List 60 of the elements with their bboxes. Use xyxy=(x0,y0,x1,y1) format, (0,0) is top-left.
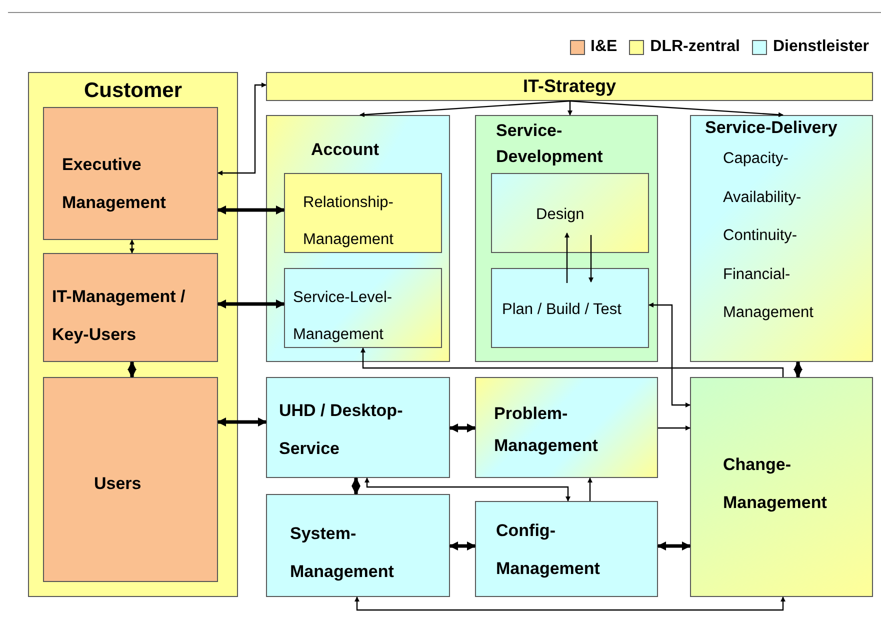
process-box xyxy=(284,268,442,348)
box-label: IT-Strategy xyxy=(522,76,618,97)
box-label: Plan / Build / Test xyxy=(502,301,622,319)
box-label: Users xyxy=(94,474,142,494)
process-box xyxy=(266,494,450,597)
process-box xyxy=(475,377,658,478)
arrow xyxy=(217,418,267,426)
box-label: Service-Level-Management xyxy=(293,288,394,345)
arrow xyxy=(588,478,592,501)
arrow xyxy=(449,424,476,432)
arrow xyxy=(352,477,360,495)
box-label: IT-Management / Key-Users xyxy=(52,286,186,346)
arrow xyxy=(570,100,784,118)
arrow xyxy=(354,596,786,611)
legend-label: Dienstleister xyxy=(772,38,869,56)
box-label: System-Management xyxy=(290,523,395,583)
process-box xyxy=(43,107,218,240)
group-box xyxy=(266,115,450,362)
arrow xyxy=(648,302,690,408)
box-label: Problem-Management xyxy=(494,403,599,457)
box-label: Service-Delivery xyxy=(705,118,838,138)
box-label: UHD / Desktop-Service xyxy=(279,400,404,460)
box-label: Account xyxy=(311,140,380,160)
box-label: Relationship-Management xyxy=(303,193,394,250)
arrow xyxy=(128,361,136,378)
process-box xyxy=(475,501,658,597)
arrow xyxy=(564,232,570,283)
box-label: Service-Development xyxy=(496,120,604,168)
process-box xyxy=(284,173,442,253)
arrow xyxy=(568,101,572,116)
process-box xyxy=(43,253,218,362)
arrow xyxy=(360,348,784,377)
arrow xyxy=(218,82,266,176)
arrow xyxy=(217,300,285,308)
process-box xyxy=(690,377,873,597)
box-label: Design xyxy=(536,206,586,224)
group-box xyxy=(475,115,658,362)
box-text: Capacity- Availability- Continuity- Financial- Management xyxy=(723,149,814,323)
process-box xyxy=(266,72,873,101)
box-label: Customer xyxy=(82,79,184,103)
arrow xyxy=(364,478,570,502)
box-label: Change-Management xyxy=(723,454,828,514)
group-box xyxy=(28,72,238,597)
arrow xyxy=(588,235,594,282)
arrow xyxy=(657,542,691,550)
process-box xyxy=(690,115,873,362)
process-box xyxy=(266,377,450,478)
process-box xyxy=(491,173,649,253)
arrow xyxy=(658,426,690,430)
box-label: Config-Management xyxy=(496,520,601,580)
arrow xyxy=(360,100,570,118)
arrow xyxy=(794,361,802,378)
box-label: Executive Management xyxy=(62,154,167,214)
arrow xyxy=(449,542,476,550)
process-box xyxy=(491,268,649,348)
arrow xyxy=(130,240,134,254)
process-box xyxy=(43,377,218,582)
legend-label: I&E xyxy=(590,38,618,56)
legend-label: DLR-zentral xyxy=(650,38,740,56)
arrow xyxy=(217,206,285,214)
